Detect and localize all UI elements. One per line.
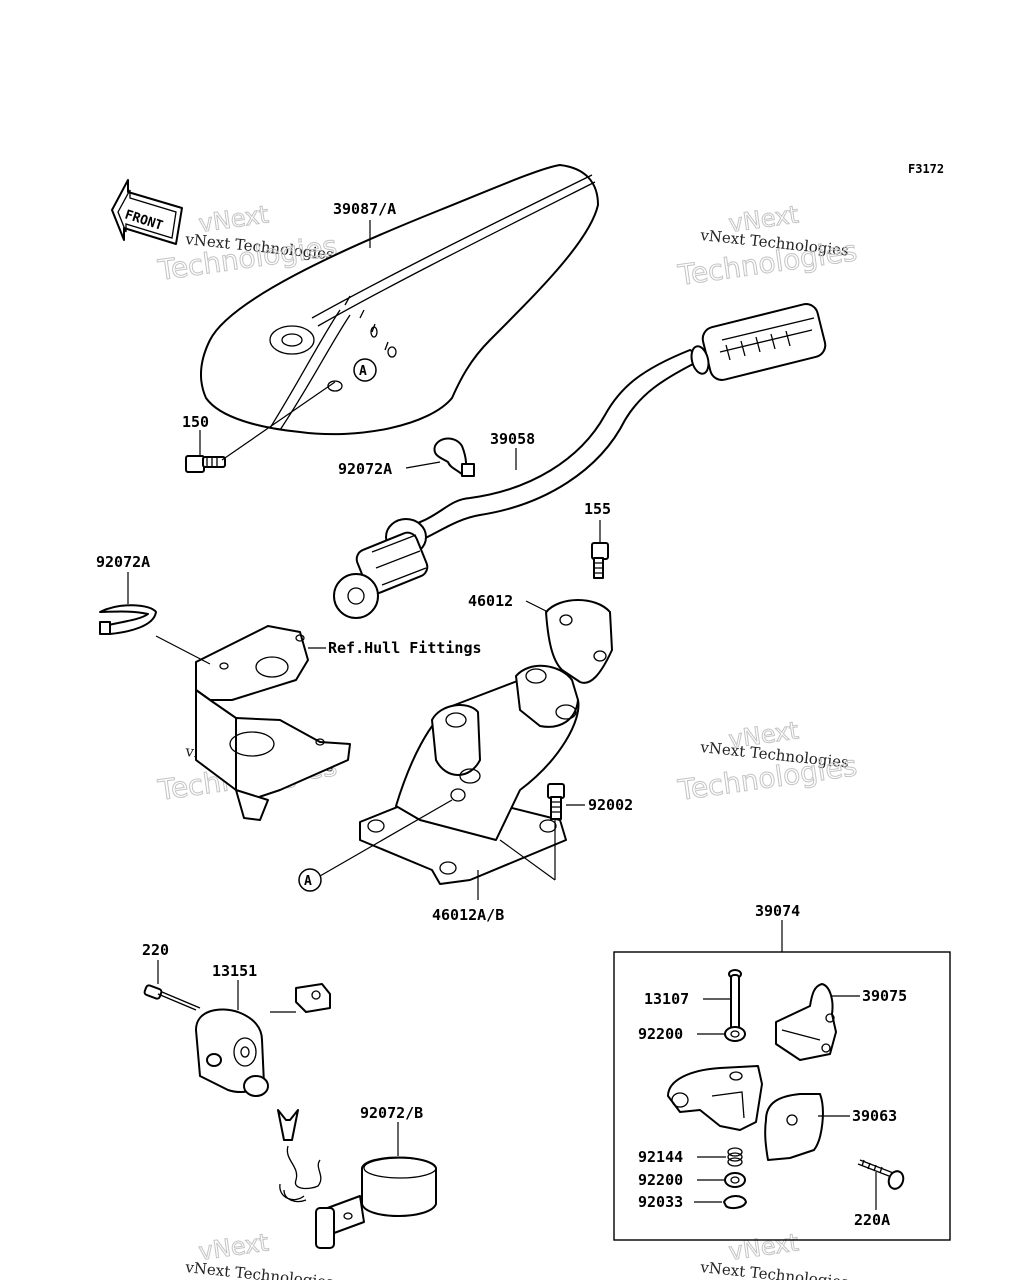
svg-text:vNext Technologies: vNext Technologies [699,1258,850,1280]
label-39075: 39075 [862,987,907,1005]
hood-cover [200,164,599,436]
washer-92200-bottom [724,1172,746,1188]
watermark-bottom-right: vNext vNext Technologies [699,1228,850,1285]
svg-text:vNext Technologies: vNext Technologies [184,1258,335,1280]
label-155: 155 [584,500,611,518]
leader-92002-b [499,839,556,881]
band-92072a-top [433,437,475,477]
leader-150-hood [221,381,336,461]
svg-text:A: A [304,874,312,889]
label-220a: 220A [854,1211,890,1229]
bolt-155 [591,542,609,579]
label-92072a-top: 92072A [338,460,392,478]
label-13107: 13107 [644,990,689,1008]
svg-text:A: A [359,364,367,379]
label-46012ab: 46012A/B [432,906,504,924]
clip-92033 [723,1195,747,1210]
bolt-92002 [547,783,565,820]
label-92002: 92002 [588,796,633,814]
callout-a-top: A [353,358,377,382]
handlebar [333,303,827,619]
svg-text:vNext: vNext [727,1228,800,1265]
bolt-150 [185,455,226,473]
screw-220a [857,1159,905,1190]
label-220: 220 [142,941,169,959]
switch-13151 [195,983,331,1097]
washer-92200-top [724,1026,746,1042]
leader-92072a-left-b [155,635,211,665]
leader-callout-a [319,799,453,877]
band-92072a-left [99,604,157,635]
bracket-46012ab [359,664,580,885]
label-150: 150 [182,413,209,431]
front-arrow: FRONT [111,179,183,245]
leader-92072a-top [405,461,441,469]
label-handlebar: 39058 [490,430,535,448]
hull-fitting-plate [195,625,351,821]
callout-a-bottom: A [298,868,322,892]
spring-92144 [727,1147,743,1167]
label-hood: 39087/A [333,200,396,218]
label-13151: 13151 [212,962,257,980]
label-92033: 92033 [638,1193,683,1211]
label-92200-bottom: 92200 [638,1171,683,1189]
label-92144: 92144 [638,1148,683,1166]
band-92072b [315,1156,437,1249]
watermark-bottom-left: vNext vNext Technologies [184,1228,335,1285]
case-39063 [764,1093,824,1161]
leader-46012 [525,600,549,613]
throttle-body [667,1065,763,1131]
label-92072b: 92072/B [360,1104,423,1122]
pin-13107 [728,969,742,1036]
lever-39075 [775,983,837,1061]
label-39063: 39063 [852,1107,897,1125]
watermark-top-right: vNext vNext Technologies Technologies [675,200,860,293]
watermark-mid-right: vNext vNext Technologies Technologies [675,716,860,808]
figure-code: F3172 [908,162,944,176]
label-46012: 46012 [468,592,513,610]
label-ref-hull: Ref.Hull Fittings [328,639,482,657]
label-92200-top: 92200 [638,1025,683,1043]
holder-46012 [545,599,613,684]
lanyard-cord [277,1109,322,1203]
label-92072a-left: 92072A [96,553,150,571]
label-39074: 39074 [755,902,800,920]
screw-220 [143,984,201,1011]
